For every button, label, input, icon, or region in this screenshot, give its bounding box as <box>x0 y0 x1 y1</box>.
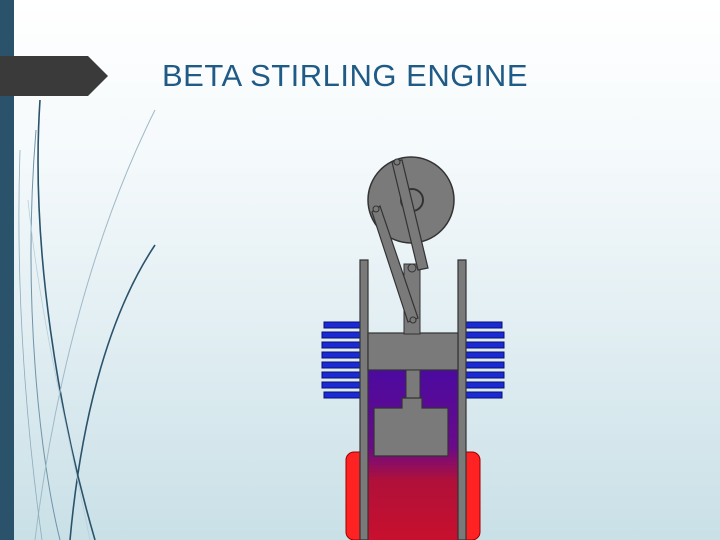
displacer-rod <box>405 369 421 399</box>
displacer <box>373 397 449 457</box>
slide-title: BETA STIRLING ENGINE <box>162 58 529 93</box>
cylinder-walls <box>359 259 467 540</box>
accent-sidebar-bar <box>0 0 14 540</box>
title-arrow-tab <box>0 56 108 96</box>
cooling-fins-right <box>461 321 505 399</box>
cooling-fins-left <box>321 321 365 399</box>
stirling-engine-diagram <box>321 156 505 540</box>
power-piston <box>367 332 459 371</box>
